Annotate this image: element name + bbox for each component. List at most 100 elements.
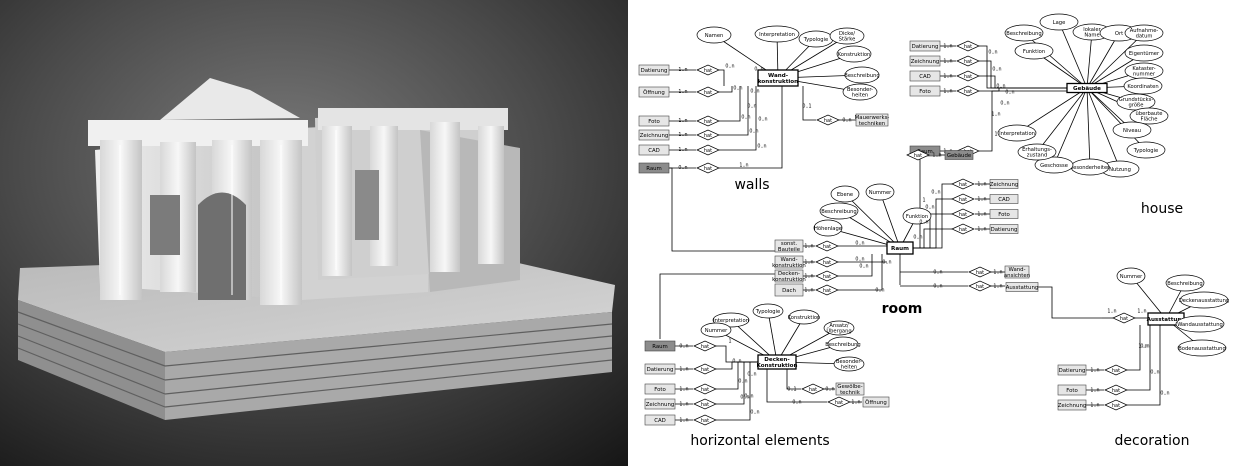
horizontal-table-gewoelbetechnik: Gewölbe-technik xyxy=(837,384,862,396)
connector-line xyxy=(767,369,827,402)
walls-attr-interpretation: Interpretation xyxy=(759,32,795,38)
connector-line xyxy=(1127,325,1160,405)
cardinality: 1..n xyxy=(993,284,1002,290)
connector-line xyxy=(1087,88,1090,167)
cardinality: 1..n xyxy=(804,260,813,266)
cardinality: 0..n xyxy=(732,359,741,365)
cardinality: 0..1 xyxy=(802,104,811,110)
cardinality: 0..n xyxy=(1000,101,1009,107)
room-hat-dach-label: hat xyxy=(823,288,831,294)
cardinality: 1..n xyxy=(991,112,1000,118)
cardinality: 0..n xyxy=(750,89,759,95)
house-attr-lokaler-name: lokalerName xyxy=(1083,27,1101,39)
cardinality: 0..n xyxy=(733,86,742,92)
walls-table-zeichnung: Zeichnung xyxy=(640,133,669,139)
cardinality: 1..n xyxy=(943,59,952,65)
horizontal-table-zeichnung: Zeichnung xyxy=(646,402,675,408)
cardinality: 0..n xyxy=(988,50,997,56)
room-hat-ausstattung-label: hat xyxy=(976,284,984,290)
cardinality: 1..n xyxy=(1090,368,1099,374)
connector-line xyxy=(719,86,782,168)
walls-attr-beschreibung: Beschreibung xyxy=(844,73,879,79)
house-attr-kataster-nummer: Kataster-nummer xyxy=(1132,66,1156,78)
horizontal-attr-ansatz-übergang: Ansatz/Übergang xyxy=(826,323,851,335)
house-attr-koordinaten: Koordinaten xyxy=(1127,84,1158,90)
connector-line xyxy=(803,86,816,120)
cardinality: 1..n xyxy=(977,212,986,218)
house-attr-niveau: Niveau xyxy=(1123,128,1141,134)
cardinality: 0..n xyxy=(679,344,688,350)
decoration-hat-zeichnung-label: hat xyxy=(1112,403,1120,409)
room-table-ausstattung: Ausstattung xyxy=(1006,285,1039,291)
cardinality: 1..n xyxy=(932,153,941,159)
label-room: room xyxy=(882,301,923,317)
connector-line xyxy=(979,88,1067,91)
house-hat-zeichnung-label: hat xyxy=(964,59,972,65)
cardinality: 1..n xyxy=(678,67,687,73)
house-attr-interpretation: Interpretation xyxy=(999,131,1035,137)
decoration-hat-foto-label: hat xyxy=(1112,388,1120,394)
decoration-hat-ausstattung-label: hat xyxy=(1120,316,1128,322)
walls-attr-konstruktion: Konstruktion xyxy=(838,52,871,58)
cardinality: 0..n xyxy=(925,205,934,211)
room-attr-beschreibung: Beschreibung xyxy=(821,209,856,215)
label-decoration: decoration xyxy=(1115,433,1190,449)
cardinality: 0..n xyxy=(1160,391,1169,397)
horizontal-hat-datierung-label: hat xyxy=(701,367,709,373)
decoration-attr-beschreibung: Beschreibung xyxy=(1167,281,1202,287)
cardinality: 0..n xyxy=(750,410,759,416)
cardinality: 1..n xyxy=(678,89,687,95)
decoration-attr-nummer: Nummer xyxy=(1120,274,1143,280)
cardinality: 0..n xyxy=(1150,370,1159,376)
room-hat-datierung-label: hat xyxy=(959,227,967,233)
cardinality: 1..n xyxy=(943,89,952,95)
cardinality: 0..1 xyxy=(787,387,796,393)
horizontal-attr-konstruktion: Konstruktion xyxy=(788,315,821,321)
label-horizontal-elements: horizontal elements xyxy=(690,433,829,449)
room-hat-foto-label: hat xyxy=(959,212,967,218)
cardinality: 0..n xyxy=(931,190,940,196)
cardinality: 0..n xyxy=(842,118,851,124)
cardinality: 0..n xyxy=(859,264,868,270)
cardinality: 0..n xyxy=(725,64,734,70)
walls-hat-cad-label: hat xyxy=(704,148,712,154)
room-attr-ebene: Ebene xyxy=(837,192,853,198)
walls-attr-dicke-stärke: Dicke/Stärke xyxy=(839,31,856,43)
cardinality: 1 xyxy=(922,198,925,204)
cardinality: 0..n xyxy=(875,288,884,294)
walls-table-raum: Raum xyxy=(646,166,662,172)
cardinality: 0..n xyxy=(749,129,758,135)
horizontal-table-datierung: Datierung xyxy=(647,367,674,373)
connector-line xyxy=(1087,32,1092,88)
cardinality: 1..n xyxy=(679,418,688,424)
walls-table-foto: Foto xyxy=(648,119,660,125)
house-attr-nutzung: Nutzung xyxy=(1109,167,1131,173)
cardinality: 0..n xyxy=(933,270,942,276)
horizontal-table-cad: CAD xyxy=(654,418,666,424)
house-attr-eigentümer: Eigentümer xyxy=(1129,51,1160,57)
cardinality: 1..n xyxy=(679,387,688,393)
cardinality: 1..n xyxy=(1090,403,1099,409)
horizontal-attr-typologie: Typologie xyxy=(755,309,780,315)
connector-line xyxy=(979,76,1067,88)
cardinality: 0..n xyxy=(758,117,767,123)
room-hat-wandansichten-label: hat xyxy=(976,270,984,276)
cardinality: 1..n xyxy=(977,227,986,233)
cardinality: 1..n xyxy=(1107,309,1116,315)
house-hat-datierung-label: hat xyxy=(964,44,972,50)
house-attr-typologie: Typologie xyxy=(1133,148,1158,154)
cardinality: 0..n xyxy=(855,241,864,247)
room-hat-gebaeude-label: hat xyxy=(914,153,922,159)
horizontal-table-foto: Foto xyxy=(654,387,666,393)
house-attr-lage: Lage xyxy=(1053,20,1066,26)
entity-raum: Raum xyxy=(891,246,909,252)
photograph-3d-printed-model xyxy=(0,0,628,466)
horizontal-hat-oeffnung-label: hat xyxy=(835,400,843,406)
entity-gebaeude: Gebäude xyxy=(1073,86,1101,92)
house-table-zeichnung: Zeichnung xyxy=(911,59,940,65)
walls-table-datierung: Datierung xyxy=(641,68,668,74)
cardinality: 0..n xyxy=(738,379,747,385)
cardinality: 0..n xyxy=(740,395,749,401)
connector-line xyxy=(1037,88,1087,152)
